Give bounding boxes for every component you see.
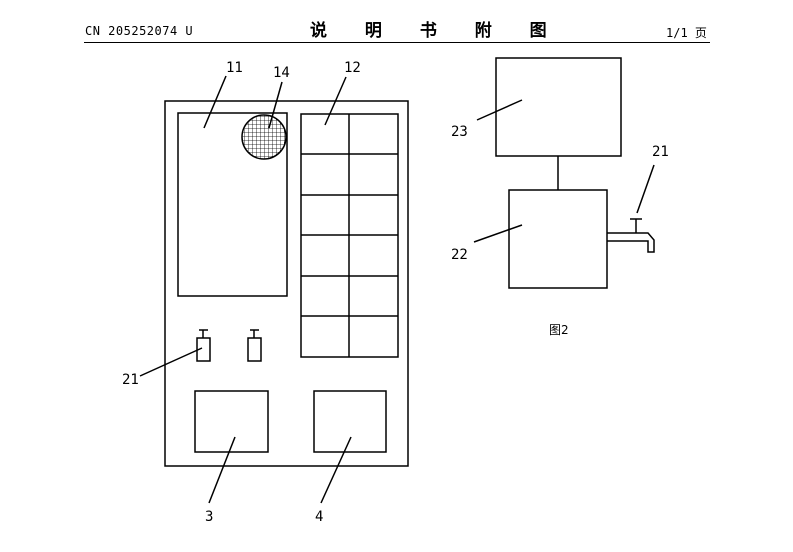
bin-right bbox=[313, 390, 387, 453]
display-panel bbox=[177, 112, 288, 297]
leader-23 bbox=[476, 99, 523, 121]
label-12: 12 bbox=[344, 60, 361, 76]
header-rule bbox=[84, 42, 710, 43]
leader-21-fig1 bbox=[139, 347, 203, 377]
label-4: 4 bbox=[315, 509, 323, 525]
leader-4 bbox=[320, 436, 352, 504]
locker-grid bbox=[300, 113, 399, 358]
dispenser-left bbox=[196, 329, 211, 362]
speaker-mesh bbox=[241, 114, 287, 160]
leader-11 bbox=[203, 75, 227, 129]
leader-14 bbox=[268, 81, 283, 129]
figure-1 bbox=[139, 75, 409, 504]
label-22: 22 bbox=[451, 247, 468, 263]
label-3: 3 bbox=[205, 509, 213, 525]
label-14: 14 bbox=[273, 65, 290, 81]
label-21-fig2: 21 bbox=[652, 144, 669, 160]
page-number: 1/1 页 bbox=[666, 26, 707, 40]
dispenser-right bbox=[247, 329, 262, 362]
figure-2 bbox=[473, 57, 655, 289]
label-21-fig1: 21 bbox=[122, 372, 139, 388]
patent-number: CN 205252074 U bbox=[85, 24, 194, 38]
cabinet-outline bbox=[164, 100, 409, 467]
tap-spout bbox=[607, 232, 655, 253]
label-23: 23 bbox=[451, 124, 468, 140]
leader-3 bbox=[208, 436, 236, 504]
box-22 bbox=[508, 189, 608, 289]
leader-21-fig2 bbox=[636, 164, 655, 214]
box-23 bbox=[495, 57, 622, 157]
label-11: 11 bbox=[226, 60, 243, 76]
figure-2-caption: 图2 bbox=[549, 323, 569, 337]
leader-22 bbox=[473, 224, 523, 243]
page-title: 说 明 书 附 图 bbox=[310, 21, 563, 41]
bin-left bbox=[194, 390, 269, 453]
leader-12 bbox=[324, 76, 347, 126]
